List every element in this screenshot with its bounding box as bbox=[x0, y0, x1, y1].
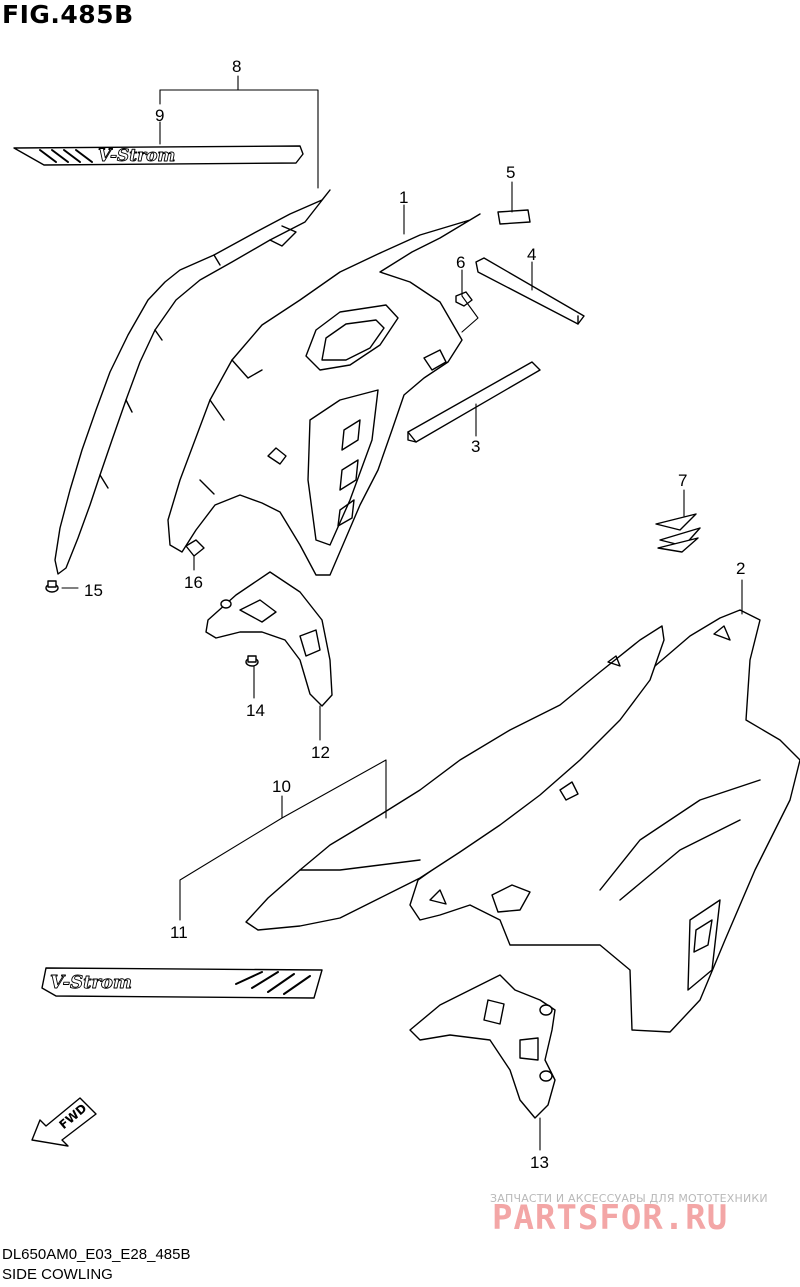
figure-description: SIDE COWLING bbox=[2, 1266, 113, 1283]
decal-upper-v-strom: V-Strom bbox=[13, 145, 304, 166]
part-1-upper-cowling bbox=[167, 213, 481, 576]
callout-5: 5 bbox=[506, 163, 515, 182]
figure-code: DL650AM0_E03_E28_485B bbox=[2, 1246, 191, 1263]
callout-8: 8 bbox=[232, 57, 241, 76]
callout-16: 16 bbox=[184, 573, 203, 592]
callout-7: 7 bbox=[678, 471, 687, 490]
callout-14: 14 bbox=[246, 701, 265, 720]
part-16-clip bbox=[185, 539, 205, 557]
part-13-bracket bbox=[409, 974, 556, 1119]
part-5-pad bbox=[497, 209, 531, 225]
part-7-suzuki-emblem bbox=[655, 513, 701, 553]
callout-3: 3 bbox=[471, 437, 480, 456]
part-14-screw bbox=[245, 655, 259, 667]
part-15-screw bbox=[45, 580, 59, 593]
figure-title: FIG.485B bbox=[2, 0, 134, 29]
callout-2: 2 bbox=[736, 559, 745, 578]
callout-12: 12 bbox=[311, 743, 330, 762]
callout-4: 4 bbox=[527, 245, 536, 264]
decal-lower-brand: V-Strom bbox=[50, 972, 132, 993]
watermark-tagline: ЗАПЧАСТИ И АКСЕССУАРЫ ДЛЯ МОТОТЕХНИКИ bbox=[490, 1192, 768, 1205]
fwd-arrow: FWD bbox=[31, 1097, 97, 1147]
decal-lower-v-strom: V-Strom bbox=[41, 967, 323, 999]
decal-upper-brand: V-Strom bbox=[98, 146, 175, 166]
part-10-front-panel bbox=[245, 625, 665, 931]
watermark-brand: PARTSFOR.RU bbox=[492, 1198, 729, 1238]
leader-lines bbox=[61, 75, 743, 1151]
callout-15: 15 bbox=[84, 581, 103, 600]
callout-11: 11 bbox=[170, 923, 188, 942]
callout-9: 9 bbox=[155, 106, 164, 125]
callout-numbers: 8 9 1 5 4 6 3 7 2 15 16 14 12 10 11 13 bbox=[84, 57, 745, 1172]
callout-1: 1 bbox=[399, 188, 408, 207]
part-8-side-trim bbox=[54, 189, 331, 575]
part-12-bracket bbox=[205, 571, 333, 707]
callout-13: 13 bbox=[530, 1153, 549, 1172]
callout-10: 10 bbox=[272, 777, 291, 796]
part-3-cushion-strip bbox=[407, 361, 541, 443]
callout-6: 6 bbox=[456, 253, 465, 272]
part-4-cushion-strip bbox=[475, 257, 585, 325]
